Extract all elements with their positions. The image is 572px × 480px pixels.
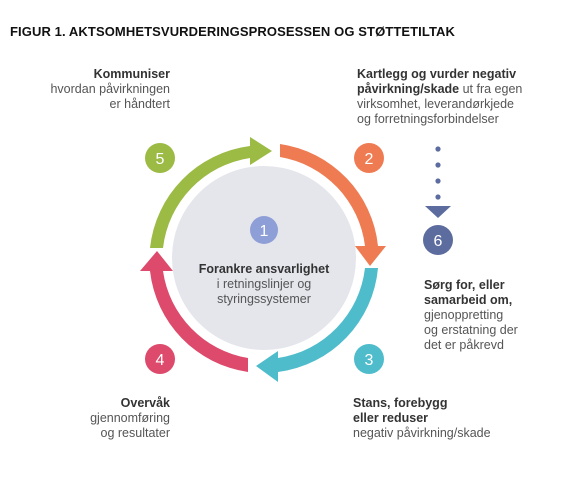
step-5-title: Kommuniser (93, 67, 170, 81)
step-3-label: Stans, forebygg eller reduser negativ på… (353, 396, 491, 441)
step-2-line-2: og forretningsforbindelser (357, 112, 499, 126)
badge-2: 2 (354, 143, 384, 173)
step-4-label: Overvåk gjennomføring og resultater (90, 396, 170, 441)
step-2-title-2: påvirkning/skade (357, 82, 460, 96)
badge-5-number: 5 (156, 151, 165, 168)
step-4-line-1: gjennomføring (90, 411, 170, 425)
badge-4: 4 (145, 344, 175, 374)
badge-3-number: 3 (365, 352, 374, 369)
step-2-label: Kartlegg og vurder negativ påvirkning/sk… (357, 67, 522, 127)
step-3-title-2: eller reduser (353, 411, 429, 425)
step-6-title-1: Sørg for, eller (424, 278, 505, 292)
badge-6: 6 (423, 225, 453, 255)
figure-title: FIGUR 1. AKTSOMHETSVURDERINGSPROSESSEN O… (10, 24, 456, 39)
center-line-1: i retningslinjer og (216, 277, 312, 291)
step-4-line-2: og resultater (100, 426, 170, 440)
arrow-teal (256, 268, 378, 382)
connector-dots (435, 146, 441, 200)
center-label: Forankre ansvarlighet i retningslinjer o… (180, 262, 348, 307)
step-5-line-2: er håndtert (109, 97, 170, 111)
step-4-title: Overvåk (120, 396, 170, 410)
step-2-title-1: Kartlegg og vurder negativ (357, 67, 517, 81)
center-line-2: styringssystemer (217, 292, 311, 306)
badge-5: 5 (145, 143, 175, 173)
badge-1: 1 (250, 216, 278, 244)
step-3-title-1: Stans, forebygg (353, 396, 448, 410)
step-2-title-tail: ut fra egen (459, 82, 523, 96)
step-6-title-2: samarbeid om, (424, 293, 513, 307)
center-title: Forankre ansvarlighet (198, 262, 330, 276)
step-6-line-2: og erstatning der (424, 323, 518, 337)
center-circle (172, 166, 356, 350)
badge-2-number: 2 (365, 151, 374, 168)
step-6-line-1: gjenoppretting (424, 308, 504, 322)
step-6-label: Sørg for, eller samarbeid om, gjenoppret… (424, 278, 518, 353)
badge-3: 3 (354, 344, 384, 374)
badge-1-number: 1 (260, 223, 269, 240)
step-2-line-1: virksomhet, leverandørkjede (357, 97, 515, 111)
arrow-pink (140, 251, 248, 372)
badge-6-number: 6 (434, 233, 443, 250)
arrow-green (150, 137, 272, 248)
connector-arrowhead (425, 206, 451, 218)
step-5-line-1: hvordan påvirkningen (50, 82, 170, 96)
step-3-line-1: negativ påvirkning/skade (353, 426, 491, 440)
step-6-line-3: det er påkrevd (424, 338, 504, 352)
arrow-orange (280, 144, 386, 266)
step-5-label: Kommuniser hvordan påvirkningen er håndt… (50, 67, 170, 112)
badge-4-number: 4 (156, 352, 165, 369)
